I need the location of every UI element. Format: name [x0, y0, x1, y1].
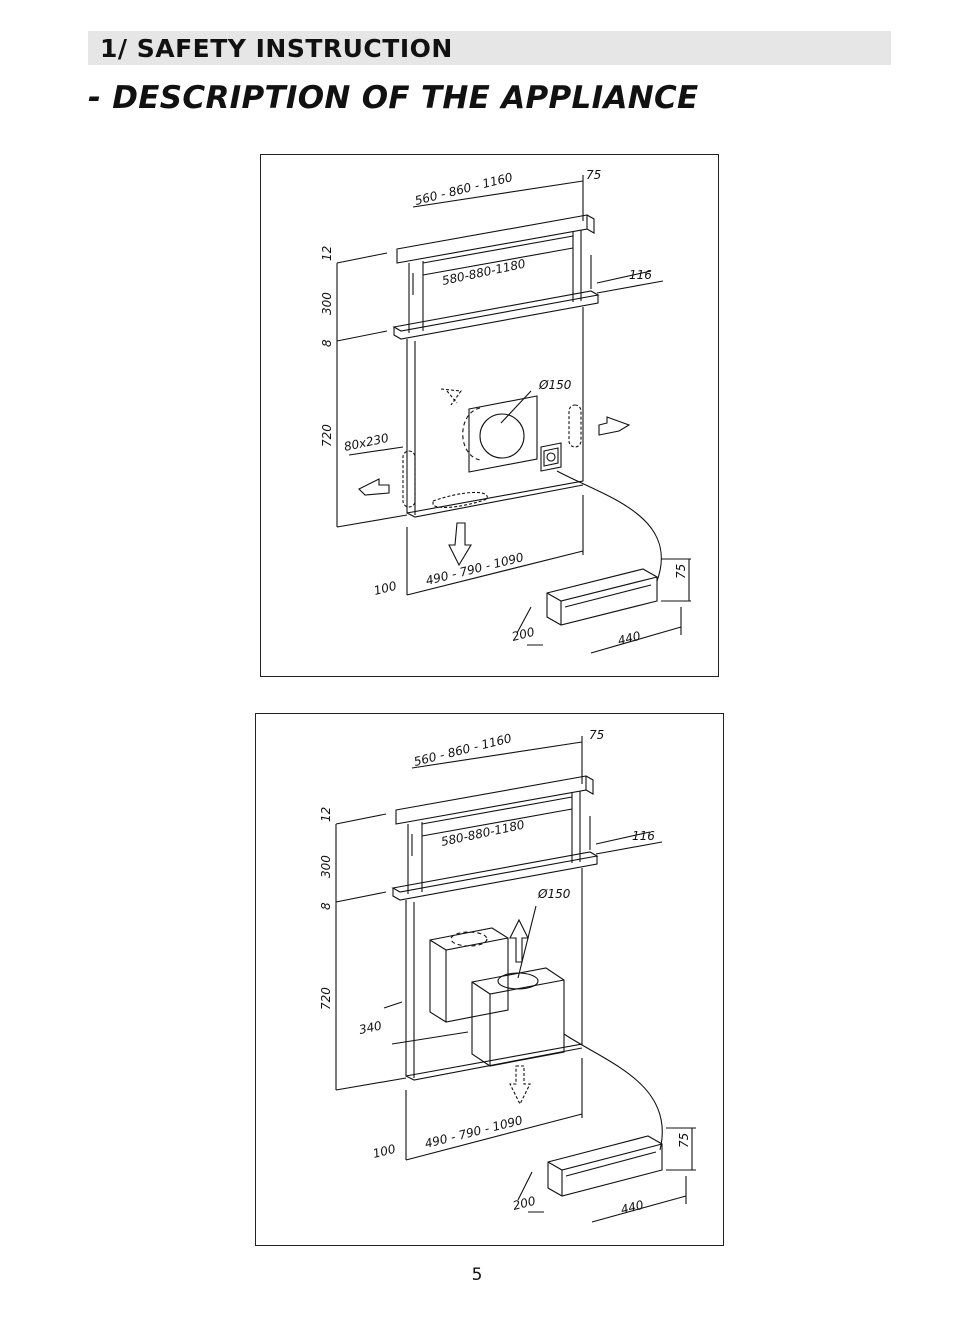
dim-116: 116 — [629, 268, 652, 282]
dim-720: 720 — [319, 987, 333, 1010]
dim-motor-w: 440 — [616, 629, 642, 648]
dim-depth-top: 75 — [589, 728, 604, 742]
dim-inner: 580-880-1180 — [440, 817, 526, 848]
appliance-drawing-2: 560 - 860 - 1160 75 12 300 8 720 580-880… — [319, 728, 696, 1223]
dim-300: 300 — [319, 855, 333, 878]
dim-base: 100 — [372, 579, 398, 598]
page-number: 5 — [471, 1265, 483, 1285]
dim-720: 720 — [320, 424, 334, 447]
dim-base: 100 — [371, 1142, 397, 1161]
dim-8: 8 — [319, 902, 333, 910]
dim-motor-w: 440 — [619, 1198, 645, 1217]
dim-duct: Ø150 — [537, 887, 571, 901]
dim-width: 560 - 860 - 1160 — [413, 170, 514, 208]
dim-12: 12 — [319, 807, 333, 822]
figure-appliance-dimensions-2: 560 - 860 - 1160 75 12 300 8 720 580-880… — [255, 713, 724, 1246]
dim-motor-h: 75 — [674, 564, 688, 579]
dim-duct: Ø150 — [538, 378, 572, 392]
dim-inner: 580-880-1180 — [441, 256, 527, 287]
dim-motor-depth: 340 — [358, 1018, 384, 1037]
dim-depth-top: 75 — [586, 168, 601, 182]
page-heading: - DESCRIPTION OF THE APPLIANCE — [88, 80, 699, 116]
dim-motor-d: 200 — [511, 1194, 537, 1213]
dim-motor-d: 200 — [510, 625, 536, 644]
figure-appliance-dimensions-1: 560 - 860 - 1160 75 12 300 8 720 580-880… — [260, 154, 719, 677]
section-header-bar: 1/ SAFETY INSTRUCTION — [88, 31, 891, 65]
section-title: 1/ SAFETY INSTRUCTION — [100, 34, 453, 63]
dim-8: 8 — [320, 339, 334, 347]
dim-12: 12 — [320, 246, 334, 261]
dim-300: 300 — [320, 292, 334, 315]
dim-width: 560 - 860 - 1160 — [412, 731, 513, 769]
dim-116: 116 — [632, 829, 655, 843]
dim-bottom: 490 - 790 - 1090 — [423, 1113, 524, 1151]
dim-motor-h: 75 — [677, 1133, 691, 1148]
appliance-drawing-1: 560 - 860 - 1160 75 12 300 8 720 580-880… — [320, 168, 691, 654]
